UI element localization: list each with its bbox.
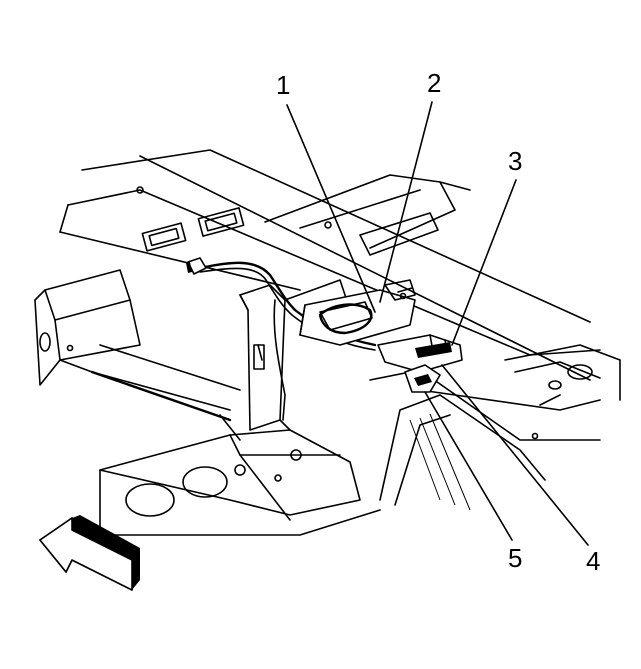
callout-3: 3 — [508, 146, 522, 176]
callout-2: 2 — [427, 68, 441, 98]
leader-lines — [286, 101, 589, 546]
connector-assembly — [377, 334, 463, 393]
callout-4: 4 — [586, 546, 600, 576]
front-arrow-icon — [39, 515, 140, 591]
floor-structure — [34, 149, 621, 536]
callout-1: 1 — [276, 70, 290, 100]
module-assembly — [299, 279, 416, 346]
callout-5: 5 — [508, 543, 522, 573]
